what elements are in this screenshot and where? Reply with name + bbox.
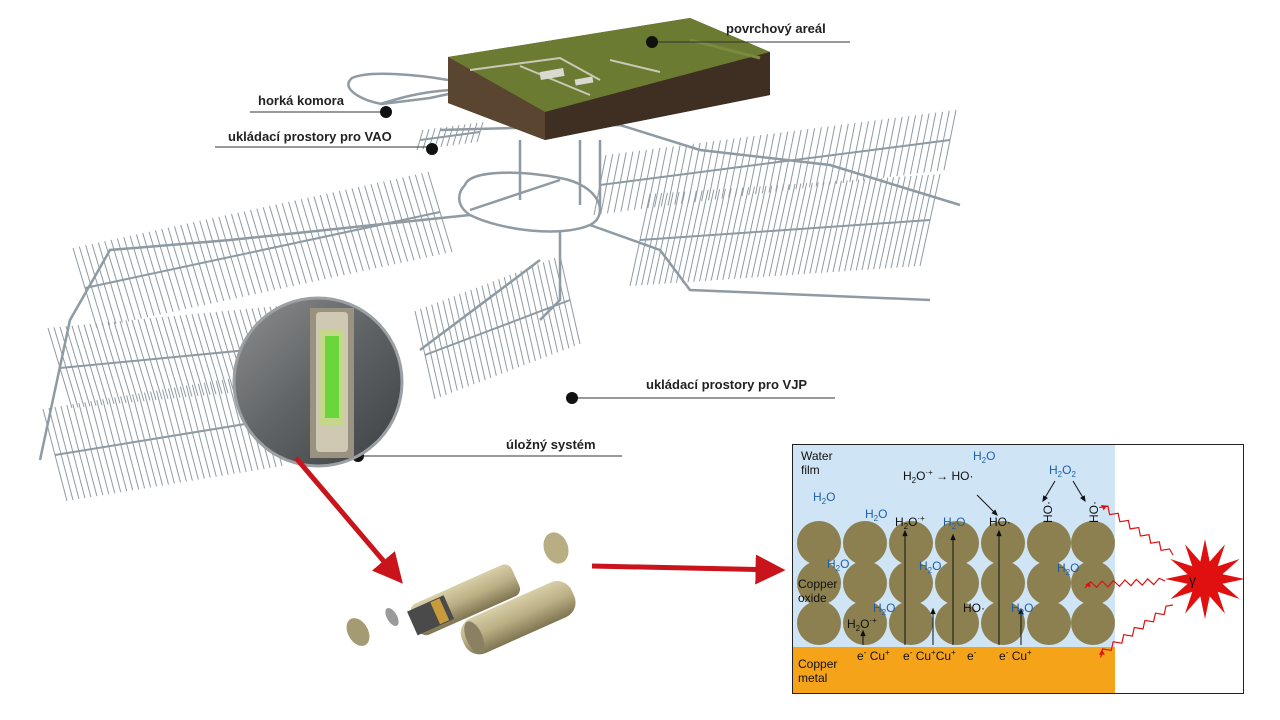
oxide-grain [889,521,933,565]
tunnel-fan [72,171,453,329]
callout-leaders [215,36,850,462]
species-label: H2O [1011,601,1034,617]
oxide-grain [935,521,979,565]
canister-exploded-view [346,532,576,655]
species-label: H2O2 [1049,463,1076,479]
tunnel-fan [416,121,484,151]
species-label: H2O [827,557,850,573]
species-label: H2O [943,515,966,531]
species-label: e- Cu+ [857,648,890,663]
oxide-grain [797,561,841,605]
species-label: HO· [963,601,985,615]
callout-disposal-system: úložný systém [506,437,596,452]
species-label: H2O [919,559,942,575]
species-label: H2O [813,490,836,506]
disposal-system-inset [232,296,404,468]
reaction-arrow [1018,607,1024,645]
oxide-grain [981,521,1025,565]
reaction-arrow [950,533,956,645]
tunnel-fan [629,173,941,287]
species-label: H2O·+ [847,616,877,633]
oxide-grain [889,601,933,645]
gamma-radiation [1084,505,1243,658]
oxide-grain [797,521,841,565]
callout-vao-storage: ukládací prostory pro VAO [228,129,392,144]
species-label: HO· [989,515,1011,529]
gamma-ray [1099,604,1174,658]
oxide-grain [843,601,887,645]
species-label: H2O [1057,561,1080,577]
oxide-grains [797,521,1115,645]
oxide-grain [935,601,979,645]
oxide-grain [935,561,979,605]
surface-site [448,18,770,140]
oxide-grain [843,561,887,605]
species-label: e- Cu+Cu+ [903,648,956,663]
species-label: H2O [873,601,896,617]
oxide-grain [843,521,887,565]
tunnel-network [42,109,957,502]
reaction-arrow [902,529,908,645]
oxide-grain [889,561,933,605]
oxide-grain [981,561,1025,605]
callout-vjp-storage: ukládací prostory pro VJP [646,377,808,392]
species-label: HO· [1087,501,1101,523]
flow-arrows [294,456,786,585]
species-label: HO· [1041,501,1055,523]
species-label: H2O [973,449,996,465]
copper-metal-region [793,647,1115,693]
oxide-grain [1071,561,1115,605]
corrosion-diagram-graphics [793,445,1243,693]
oxide-grain [1027,521,1071,565]
electron-path-arrows [860,480,1086,645]
gamma-symbol: γ [1189,572,1196,588]
oxide-grain [1071,601,1115,645]
species-label: H2O·+ [895,514,925,531]
reaction-arrow [996,529,1002,645]
species-label: e- [967,648,977,663]
species-label: e- Cu+ [999,648,1032,663]
gamma-burst [1165,539,1243,619]
oxide-grain [1027,601,1071,645]
oxide-grain [1071,521,1115,565]
callout-hot-cell: horká komora [258,93,344,108]
reaction-arrow [930,607,936,645]
tunnel-fan [593,109,957,216]
oxide-grain [981,601,1025,645]
reaction-arrow [1042,480,1056,503]
species-label: H2O [865,507,888,523]
oxide-grain [797,601,841,645]
reaction-arrow [976,494,998,516]
tunnel-fan [414,255,581,400]
reaction-arrow [1072,480,1086,503]
gamma-ray [1084,577,1166,589]
reaction-arrow [860,629,866,645]
callout-surface-site: povrchový areál [726,21,826,36]
oxide-grain [1027,561,1071,605]
species-label: H2O·+ → HO· [903,468,974,485]
gamma-ray [1099,505,1174,556]
